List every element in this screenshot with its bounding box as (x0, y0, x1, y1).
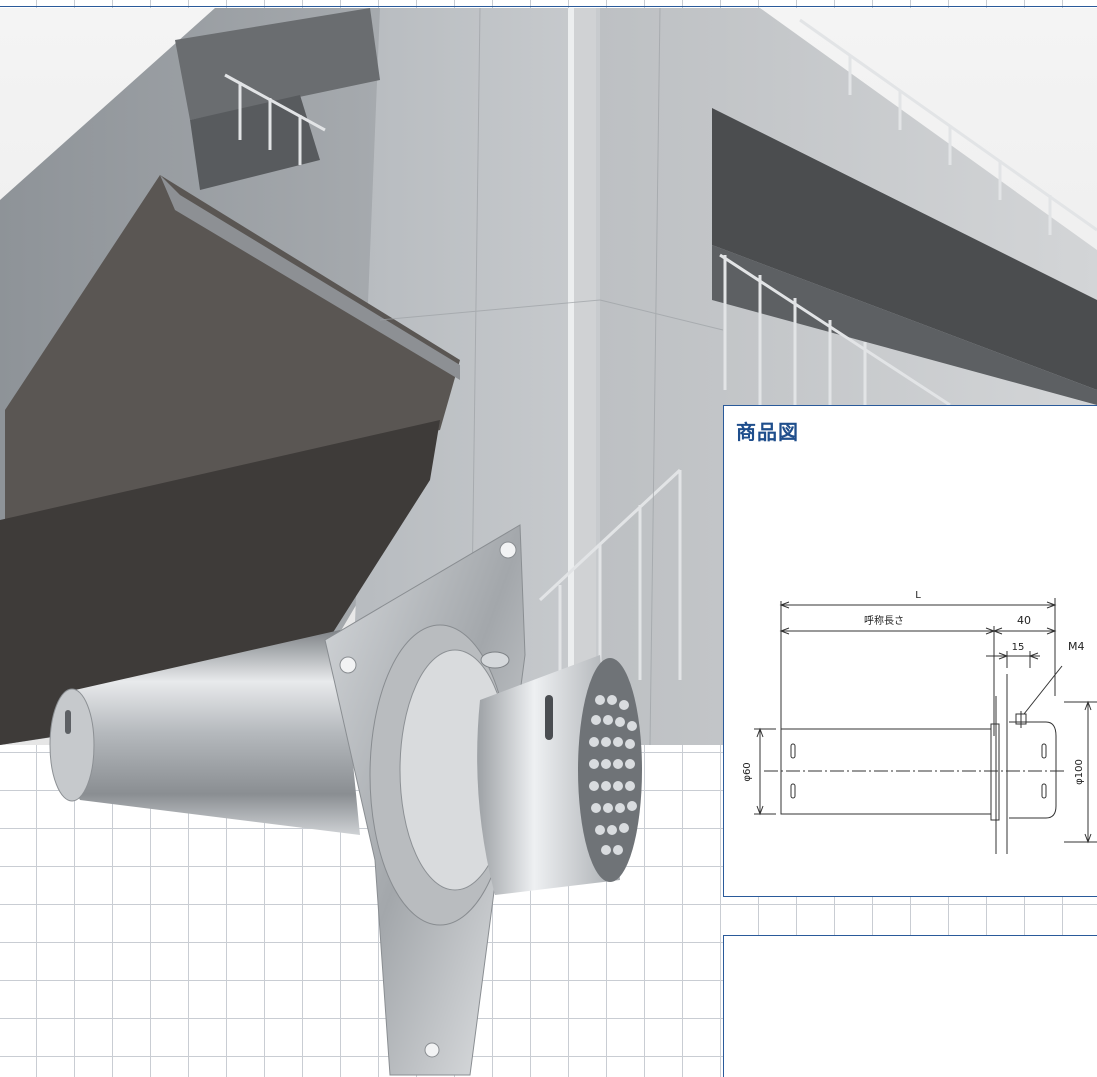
dim-label-phi60: φ60 (742, 762, 753, 781)
dim-label-40: 40 (1017, 614, 1031, 627)
dimension-drawing: L 呼称長さ 40 15 M4 φ60 φ100 (742, 590, 1097, 854)
dim-label-overall-length: L (915, 590, 921, 601)
dim-label-screw: M4 (1068, 640, 1085, 653)
top-frame-line (0, 6, 1097, 7)
product-drawing-panel: 商品図 (723, 405, 1097, 897)
secondary-info-panel (723, 935, 1097, 1077)
vent-product-photo (49, 524, 642, 1076)
dim-label-15: 15 (1012, 642, 1025, 653)
dim-label-nominal-length: 呼称長さ (864, 614, 904, 627)
panel-title: 商品図 (736, 420, 799, 444)
dim-label-phi100: φ100 (1074, 759, 1085, 785)
